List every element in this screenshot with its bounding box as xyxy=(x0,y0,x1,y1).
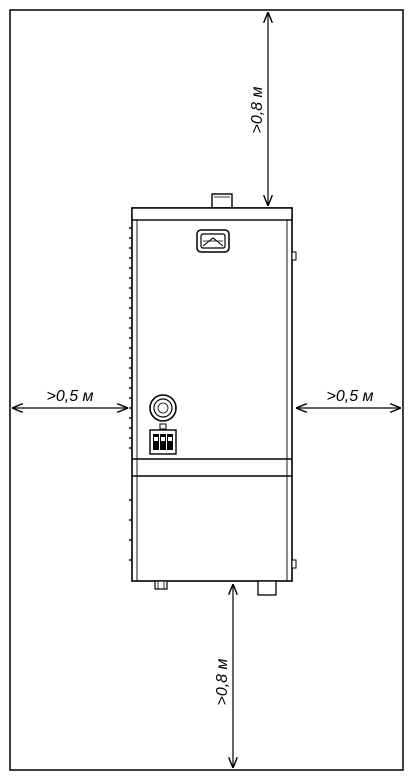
boiler-body xyxy=(131,207,293,582)
dimension-top-label: >0,8 м xyxy=(249,86,266,133)
side-ribs xyxy=(129,227,132,561)
dimension-bottom: >0,8 м xyxy=(214,584,233,768)
flue-stub xyxy=(211,193,233,209)
dimension-right-label: >0,5 м xyxy=(327,388,374,405)
boiler-icon xyxy=(129,193,297,596)
dimension-top: >0,8 м xyxy=(249,12,268,206)
dimension-bottom-label: >0,8 м xyxy=(214,658,231,705)
knob-icon xyxy=(149,394,177,422)
switch-icon xyxy=(149,423,177,455)
bottom-fittings xyxy=(154,580,277,596)
display-icon xyxy=(196,229,230,253)
dimension-right: >0,5 м xyxy=(296,388,401,408)
dimension-left-label: >0,5 м xyxy=(47,388,94,405)
dimension-left: >0,5 м xyxy=(12,388,128,408)
boiler-lid xyxy=(131,207,293,221)
